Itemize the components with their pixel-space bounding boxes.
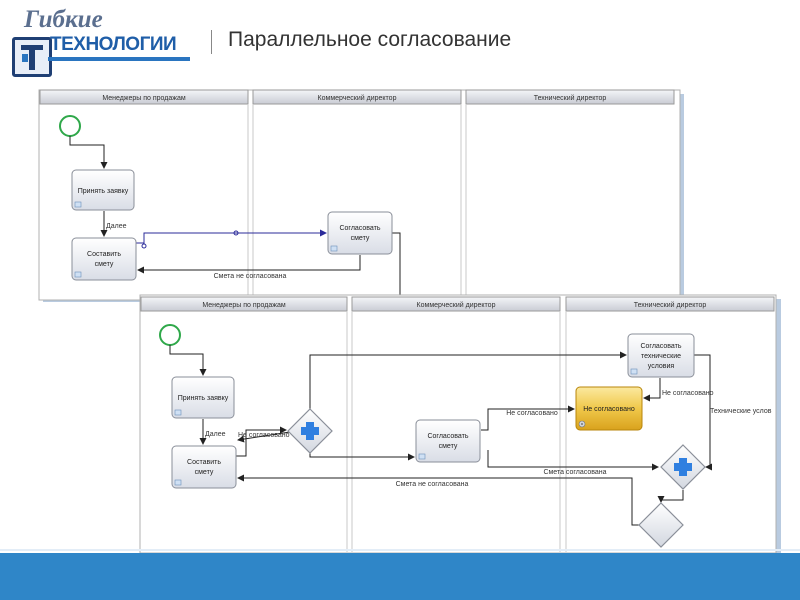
task-marker-icon <box>630 368 638 375</box>
logo-underline <box>48 57 190 61</box>
flow-label-not-approved-gateway: Не согласовано <box>238 432 290 439</box>
flow-label-not-approved-mid: Не согласовано <box>506 410 558 417</box>
flow-label-estimate-not-approved: Смета не согласована <box>396 481 469 488</box>
plus-icon <box>301 422 319 440</box>
connector-point <box>233 230 239 236</box>
flow-label-estimate-approved: Смета согласована <box>543 469 606 476</box>
flow-tech-approved <box>694 354 712 471</box>
task-label: Согласовать <box>640 343 681 350</box>
lane-header-commercial-bottom <box>351 296 561 312</box>
lane-label-commercial-bottom: Коммерческий директор <box>417 301 496 309</box>
task-marker-icon <box>74 271 82 278</box>
lane-header-technical-bottom <box>565 296 775 312</box>
task-label: Принять заявку <box>78 188 129 195</box>
flow-approve-down <box>392 232 401 298</box>
task-marker-icon <box>74 201 82 208</box>
task-label: Принять заявку <box>178 395 229 402</box>
task-compose-estimate-top[interactable]: Составить смету <box>71 237 137 281</box>
task-marker-icon <box>174 409 182 416</box>
lane-label-sales-top: Менеджеры по продажам <box>102 95 186 102</box>
flow-gateway-to-tech <box>309 351 627 410</box>
task-label: Не согласовано <box>583 406 635 413</box>
company-logo: Гибкие ТЕХНОЛОГИИ <box>8 4 198 80</box>
parallel-gateway-join[interactable] <box>660 444 706 490</box>
logo-text-bottom: ТЕХНОЛОГИИ <box>50 34 177 55</box>
flow-tech-not-approved <box>643 378 661 402</box>
flow-estimate-not-approved <box>481 405 575 431</box>
task-marker-icon <box>330 245 338 252</box>
lane-label-sales-bottom: Менеджеры по продажам <box>202 302 286 309</box>
page-title: Параллельное согласование <box>228 28 512 51</box>
task-label: смету <box>351 235 370 242</box>
task-accept-request-bottom[interactable]: Принять заявку <box>171 376 235 419</box>
lane-header-technical-top <box>465 89 675 105</box>
start-event-top[interactable] <box>59 115 81 137</box>
task-label: технические <box>641 353 681 360</box>
lane-label-technical-top: Технический директор <box>534 94 607 102</box>
task-compose-estimate-bottom[interactable]: Составить смету <box>171 445 237 489</box>
plus-icon <box>674 458 692 476</box>
task-marker-icon <box>174 479 182 486</box>
lane-header-sales-top <box>39 89 249 105</box>
task-accept-request-top[interactable]: Принять заявку <box>71 169 135 211</box>
lane-header-sales-bottom <box>140 296 348 312</box>
flow-compose-to-approve <box>136 229 327 244</box>
exclusive-gateway-decision[interactable] <box>638 502 684 548</box>
task-label: условия <box>648 363 675 370</box>
flow-label-not-approved-top: Смета не согласована <box>214 273 287 280</box>
parallel-gateway-split[interactable] <box>287 408 333 454</box>
task-approve-tech-conditions[interactable]: Согласовать технические условия <box>627 333 695 378</box>
gear-icon <box>578 420 586 428</box>
flow-label-tech-conditions: Технические услов <box>710 408 772 415</box>
diagram-bottom: Менеджеры по продажам Коммерческий дирек… <box>139 294 781 555</box>
flow-estimate-not-approved-back <box>237 474 640 526</box>
task-marker-icon <box>418 453 426 460</box>
flow-start-to-accept <box>169 345 207 376</box>
flow-approve-to-compose-back <box>137 255 361 274</box>
flow-label-next-bottom: Далее <box>205 431 226 438</box>
task-label: Составить <box>87 251 121 258</box>
task-label: смету <box>95 261 114 268</box>
flow-join-to-decision <box>657 490 684 503</box>
connector-point <box>141 243 147 249</box>
flow-estimate-approved <box>487 450 659 471</box>
task-label: Согласовать <box>339 225 380 232</box>
diagram-top: Менеджеры по продажам Коммерческий дирек… <box>38 89 684 302</box>
task-approve-estimate-top[interactable]: Согласовать смету <box>327 211 393 255</box>
footer-bar <box>0 553 800 600</box>
task-not-approved[interactable]: Не согласовано <box>575 386 643 431</box>
task-label: Согласовать <box>427 433 468 440</box>
flow-start-to-accept <box>69 136 108 169</box>
task-label: Составить <box>187 459 221 466</box>
task-label: смету <box>195 469 214 476</box>
lane-label-technical-bottom: Технический директор <box>634 301 707 309</box>
header-divider <box>211 30 212 54</box>
start-event-bottom[interactable] <box>159 324 181 346</box>
footer-divider <box>0 549 800 551</box>
logo-text-top: Гибкие <box>24 6 103 33</box>
flow-label-not-approved-right: Не согласовано <box>662 390 714 397</box>
task-approve-estimate-bottom[interactable]: Согласовать смету <box>415 419 481 463</box>
flow-compose-to-gateway <box>236 426 287 457</box>
lane-label-commercial-top: Коммерческий директор <box>318 94 397 102</box>
lane-header-commercial-top <box>252 89 462 105</box>
flow-gateway-not-approved <box>237 431 291 443</box>
flow-label-next-top: Далее <box>106 223 127 230</box>
task-label: смету <box>439 443 458 450</box>
